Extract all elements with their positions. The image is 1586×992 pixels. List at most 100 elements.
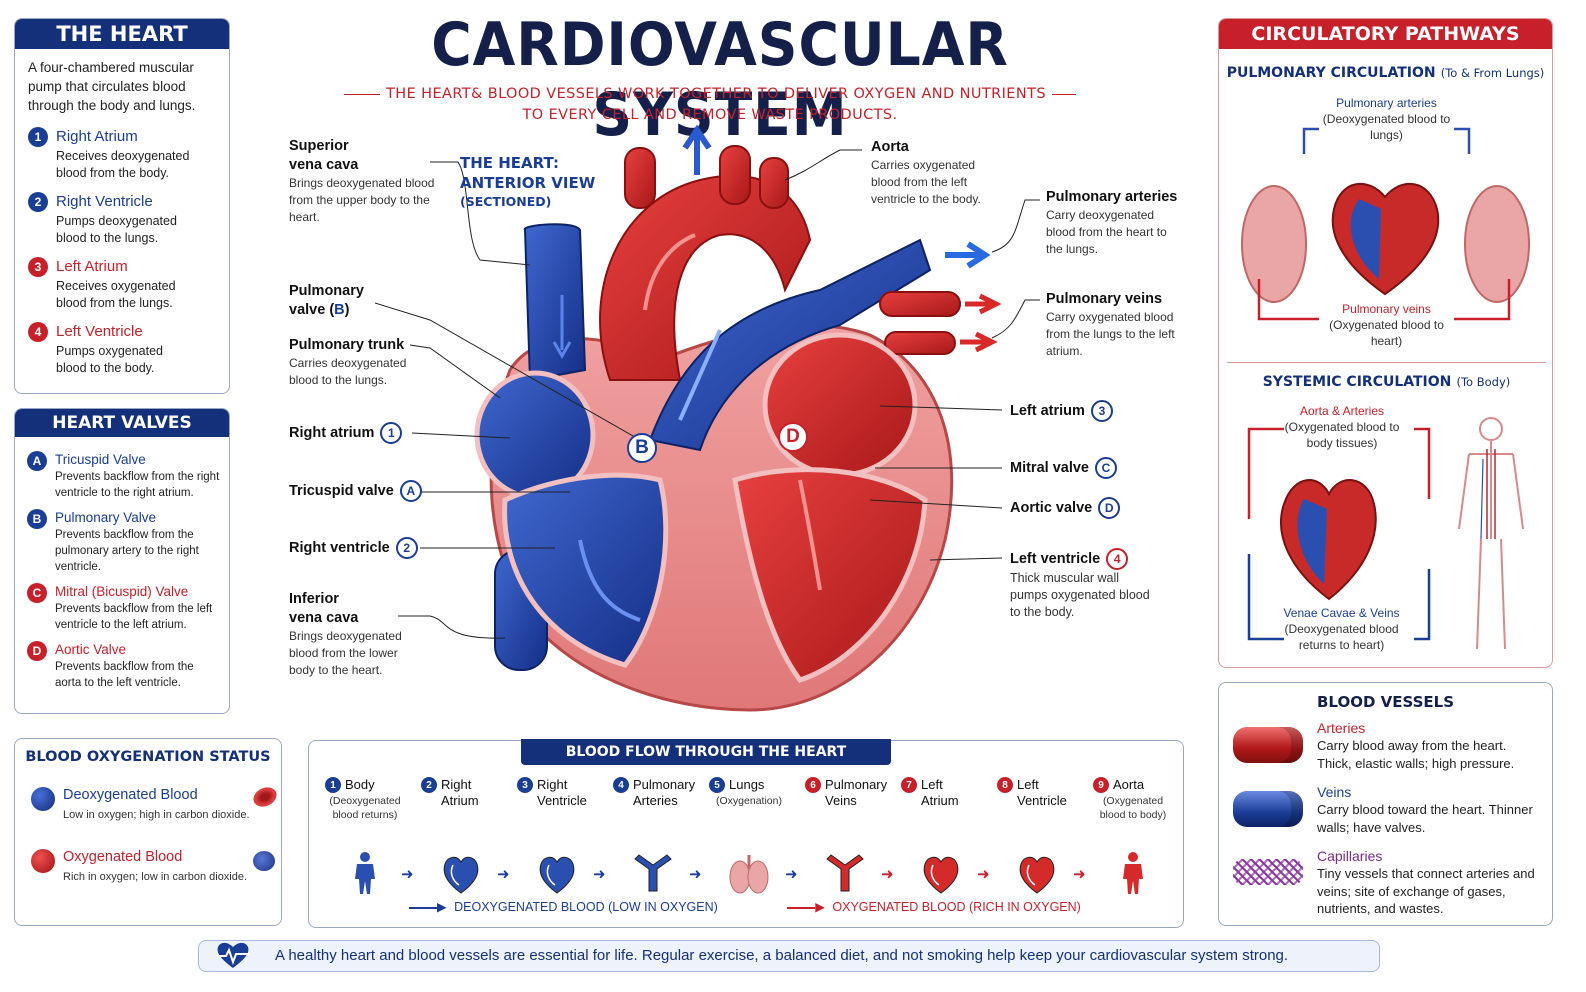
lungs-icon [727, 851, 771, 895]
flow-arrow-icon: ➜ [689, 866, 702, 883]
flow-arrow-right-red-1 [965, 293, 1002, 315]
flow-legend: ▶ DEOXYGENATED BLOOD (LOW IN OXYGEN) ▶ O… [409, 899, 1149, 914]
venae-name: Venae Cavae & Veins [1283, 606, 1400, 620]
flow-step-name: Aorta [1113, 777, 1145, 792]
pulmonary-sub: (To & From Lungs) [1440, 66, 1545, 80]
legend-oxy: OXYGENATED BLOOD (RICH IN OXYGEN) [832, 900, 1081, 914]
chamber-desc: Pumps oxygenated blood to the body. [56, 344, 164, 375]
ivc-desc: Brings deoxygenated blood from the lower… [289, 629, 402, 677]
pulm-arteries-name: Pulmonary arteries [1336, 96, 1437, 110]
heart-panel: THE HEART A four-chambered muscular pump… [14, 18, 230, 394]
left-ventricle-shape [732, 467, 928, 683]
valve-name: Pulmonary Valve [55, 510, 157, 525]
subtitle-line-1: THE HEART& BLOOD VESSELS WORK TOGETHER T… [386, 86, 1046, 102]
deoxy-name: Deoxygenated Blood [63, 787, 198, 803]
aorta-arteries-desc: (Oxygenated blood to body tissues) [1284, 420, 1400, 450]
heart-pulse-icon [217, 942, 249, 968]
label-mitral-valve: Mitral valve C [1010, 457, 1117, 479]
capillaries-icon [1233, 859, 1303, 885]
sys-arrow-bottom [1247, 554, 1284, 641]
aorta-branch-1 [624, 147, 656, 209]
flow-step-number: 1 [325, 777, 341, 793]
chamber-name: Right Atrium [56, 128, 138, 145]
chamber-desc: Receives deoxygenated blood from the bod… [56, 149, 190, 180]
vessel-desc: Carry blood toward the heart. Thinner wa… [1317, 802, 1533, 835]
body-icon [343, 851, 387, 895]
leader-pt [409, 344, 501, 399]
vessel-icon [823, 851, 867, 895]
oxygenation-title: BLOOD OXYGENATION STATUS [25, 749, 271, 765]
chamber-number: 3 [28, 257, 48, 277]
sys-arrow-right-top [1414, 427, 1431, 499]
label-pulmonary-veins: Pulmonary veins Carry oxygenated blood f… [1046, 290, 1186, 360]
oxy-name: Oxygenated Blood [63, 849, 183, 865]
pt-name: Pulmonary trunk [289, 337, 405, 353]
valve-desc: Prevents backflow from the left ventricl… [55, 603, 213, 631]
pathways-title: CIRCULATORY PATHWAYS [1219, 19, 1552, 49]
chamber-name: Right Ventricle [56, 193, 153, 210]
svc-desc: Brings deoxygenated blood from the upper… [289, 176, 435, 224]
flow-arrow-lv [798, 479, 822, 591]
sys-heart-icon [1280, 479, 1377, 601]
vessel-icon [631, 851, 675, 895]
chamber-desc: Pumps deoxygenated blood to the lungs. [56, 214, 177, 245]
systemic-sub: (To Body) [1456, 375, 1511, 389]
flow-arrow-rv [578, 539, 641, 622]
leader-ivc [398, 615, 506, 639]
flow-step-number: 7 [901, 777, 917, 793]
sys-arrow-top [1247, 427, 1284, 519]
marker-d: D [778, 422, 808, 452]
pulmonary-title: PULMONARY CIRCULATION [1226, 65, 1436, 81]
flow-step-name: Right Ventricle [537, 777, 587, 808]
flow-step-number: 9 [1093, 777, 1109, 793]
heart-icon [535, 851, 579, 895]
label-left-atrium: Left atrium 3 [1010, 400, 1113, 422]
pt-desc: Carries deoxygenated blood to the lungs. [289, 356, 407, 387]
aorta-branch-2 [719, 145, 751, 205]
flow-step-sub: (Oxygenation) [716, 795, 782, 807]
pulm-arrow-left [1302, 127, 1319, 154]
view-title-line-3: (SECTIONED) [460, 194, 552, 209]
leader-pv [374, 302, 641, 441]
label-right-atrium: Right atrium 1 [289, 422, 403, 444]
label-pulmonary-valve: Pulmonary valve (B) [289, 283, 364, 318]
deoxy-desc: Low in oxygen; high in carbon dioxide. [63, 809, 250, 821]
right-ventricle-shape [502, 472, 669, 668]
valve-name: Aortic Valve [55, 642, 127, 657]
footer-text: A healthy heart and blood vessels are es… [275, 947, 1289, 964]
flow-arrow-icon: ➜ [401, 866, 414, 883]
svc-shape [523, 223, 587, 382]
ra-name: Right atrium [289, 424, 375, 441]
footer-banner: A healthy heart and blood vessels are es… [198, 940, 1380, 972]
flow-arrow-icon: ➜ [593, 866, 606, 883]
label-pulmonary-trunk: Pulmonary trunk Carries deoxygenated blo… [289, 336, 419, 389]
flow-step-name: Body [345, 777, 375, 792]
leader-av [869, 499, 1003, 509]
heart-icon [919, 851, 963, 895]
chamber-desc: Receives oxygenated blood from the lungs… [56, 279, 176, 310]
aorta-branch-3 [759, 157, 789, 209]
chamber-number: 1 [28, 127, 48, 147]
av-name: Aortic valve [1010, 499, 1093, 516]
flow-arrow-icon: ➜ [785, 866, 798, 883]
flow-step-sub: (Oxygenated blood to body) [1099, 795, 1167, 821]
pa-name: Pulmonary arteries [1046, 189, 1178, 205]
heart-icon [1015, 851, 1059, 895]
pulmonary-header: PULMONARY CIRCULATION (To & From Lungs) [1219, 62, 1552, 81]
pathways-panel: CIRCULATORY PATHWAYS PULMONARY CIRCULATI… [1218, 18, 1553, 668]
view-title: THE HEART: ANTERIOR VIEW (SECTIONED) [460, 153, 595, 211]
pathways-divider [1227, 362, 1546, 363]
valves-panel-title: HEART VALVES [15, 409, 229, 437]
valve-letter: C [27, 583, 47, 603]
oxygenation-panel: BLOOD OXYGENATION STATUS Deoxygenated Bl… [14, 738, 282, 926]
